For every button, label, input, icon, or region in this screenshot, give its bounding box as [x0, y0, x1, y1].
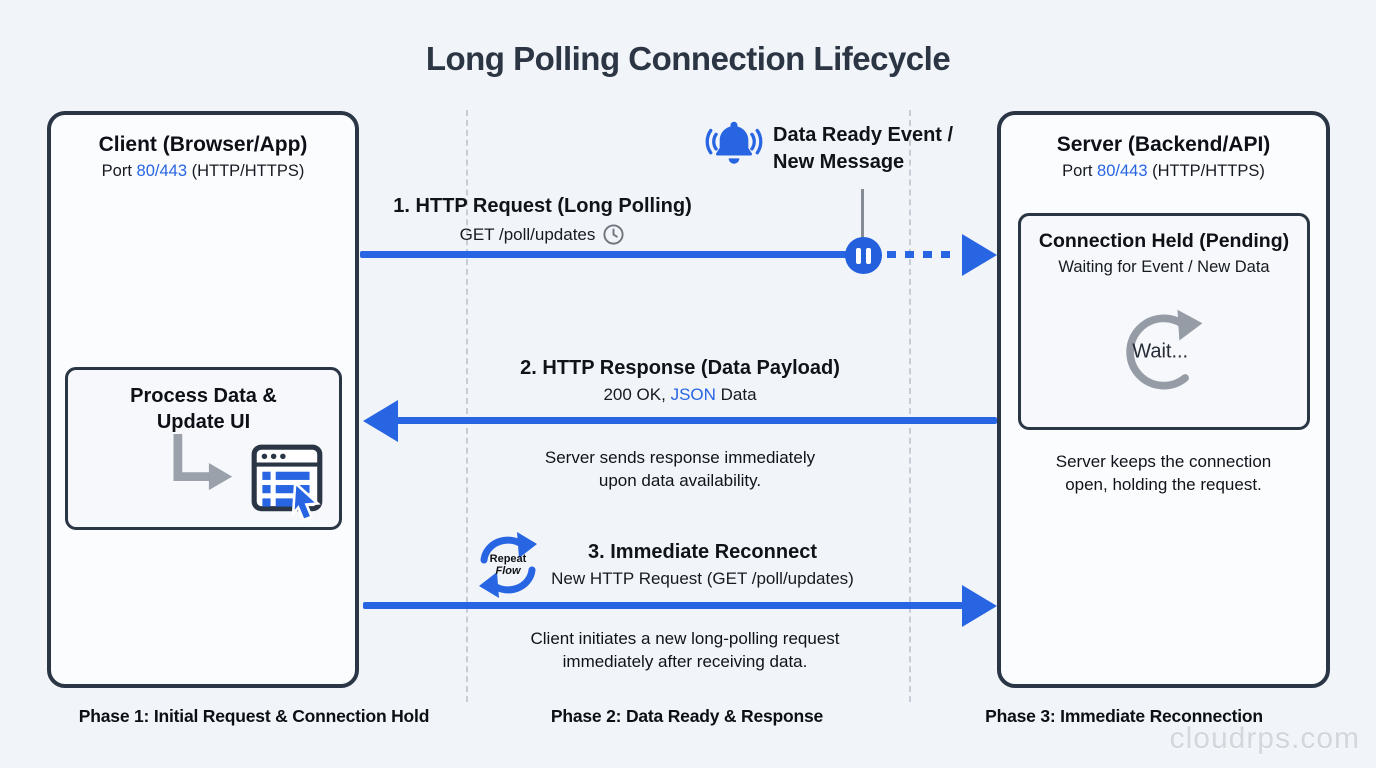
process-title: Process Data & Update UI	[68, 383, 339, 435]
flow2-sub-prefix: 200 OK,	[603, 385, 671, 404]
flow1-subtitle: GET /poll/updates	[459, 224, 596, 244]
server-title: Server (Backend/API)	[1056, 133, 1271, 156]
request-arrow-line	[360, 251, 847, 258]
pause-bar-left	[856, 247, 861, 264]
server-port-prefix: Port	[1062, 162, 1098, 180]
process-box: Process Data & Update UI	[65, 367, 342, 530]
flow3-subtitle: New HTTP Request (GET /poll/updates)	[551, 569, 854, 588]
flow1-title: 1. HTTP Request (Long Polling)	[393, 195, 692, 217]
repeat-arrows-icon	[479, 532, 537, 598]
flow2-subtitle: 200 OK, JSON Data	[460, 385, 900, 405]
wait-spinner: Wait...	[1116, 304, 1212, 400]
server-port-value: 80/443	[1097, 162, 1148, 180]
browser-window-icon	[251, 444, 323, 522]
event-label: Data Ready Event / New Message	[773, 122, 953, 176]
event-label-line2: New Message	[773, 151, 905, 173]
client-port: Port 80/443 (HTTP/HTTPS)	[51, 162, 355, 181]
repeat-label-line2: Flow	[495, 565, 521, 577]
response-note: Server sends response immediately upon d…	[480, 446, 880, 492]
pause-bar-right	[866, 247, 871, 264]
response-note-line2: upon data availability.	[598, 471, 762, 490]
reconnect-note-line2: immediately after receiving data.	[562, 652, 808, 671]
client-title: Client (Browser/App)	[98, 133, 308, 156]
request-arrowhead	[962, 234, 997, 276]
pause-icon	[845, 237, 882, 274]
held-subtitle: Waiting for Event / New Data	[1058, 258, 1270, 276]
phase-1-label: Phase 1: Initial Request & Connection Ho…	[78, 706, 430, 726]
flow2-text: 2. HTTP Response (Data Payload) 200 OK, …	[460, 357, 900, 405]
flow1-subtitle-row: GET /poll/updates	[365, 223, 720, 246]
repeat-label-line1: Repeat	[489, 553, 527, 565]
flow3-title: 3. Immediate Reconnect	[588, 541, 817, 563]
spinner-icon	[1126, 309, 1203, 390]
page-title: Long Polling Connection Lifecycle	[425, 40, 951, 77]
flow3-text: 3. Immediate Reconnect New HTTP Request …	[500, 541, 905, 589]
client-port-prefix: Port	[101, 162, 137, 180]
client-port-suffix: (HTTP/HTTPS)	[187, 162, 305, 180]
flow2-sub-suffix: Data	[715, 385, 757, 404]
phase-divider-1	[466, 110, 468, 702]
phase-2-label: Phase 2: Data Ready & Response	[550, 706, 824, 726]
reconnect-arrow-line	[363, 602, 963, 609]
elbow-arrow-icon	[173, 433, 233, 491]
phase-3-label: Phase 3: Immediate Reconnection	[985, 706, 1263, 726]
client-port-value: 80/443	[136, 162, 187, 180]
flow2-title: 2. HTTP Response (Data Payload)	[520, 357, 840, 379]
response-note-line1: Server sends response immediately	[544, 448, 816, 467]
flow1-text: 1. HTTP Request (Long Polling) GET /poll…	[365, 195, 720, 246]
server-note-line1: Server keeps the connection	[1055, 452, 1272, 471]
watermark: cloudrps.com	[1169, 722, 1360, 755]
repeat-label: Repeat Flow	[490, 553, 527, 577]
event-label-line1: Data Ready Event /	[773, 124, 954, 146]
server-note: Server keeps the connection open, holdin…	[1005, 450, 1322, 496]
flow2-sub-highlight: JSON	[670, 385, 716, 404]
repeat-flow-icon: Repeat Flow	[473, 531, 543, 599]
wait-label: Wait...	[1132, 340, 1189, 363]
process-title-line1: Process Data &	[130, 385, 277, 407]
bell-icon	[705, 121, 763, 164]
phase-divider-2	[909, 110, 911, 702]
server-note-line2: open, holding the request.	[1065, 475, 1262, 494]
request-arrow-dotted	[887, 251, 959, 258]
reconnect-note-line1: Client initiates a new long-polling requ…	[530, 629, 840, 648]
clock-icon	[603, 224, 624, 245]
server-port: Port 80/443 (HTTP/HTTPS)	[1001, 162, 1326, 181]
reconnect-arrowhead	[962, 585, 997, 627]
held-title: Connection Held (Pending)	[1038, 230, 1290, 252]
response-arrowhead	[363, 400, 398, 442]
response-arrow-line	[396, 417, 997, 424]
connection-held-box: Connection Held (Pending) Waiting for Ev…	[1018, 213, 1310, 430]
server-port-suffix: (HTTP/HTTPS)	[1147, 162, 1265, 180]
process-title-line2: Update UI	[156, 411, 251, 433]
event-connector-line	[861, 189, 864, 239]
reconnect-note: Client initiates a new long-polling requ…	[480, 627, 890, 673]
